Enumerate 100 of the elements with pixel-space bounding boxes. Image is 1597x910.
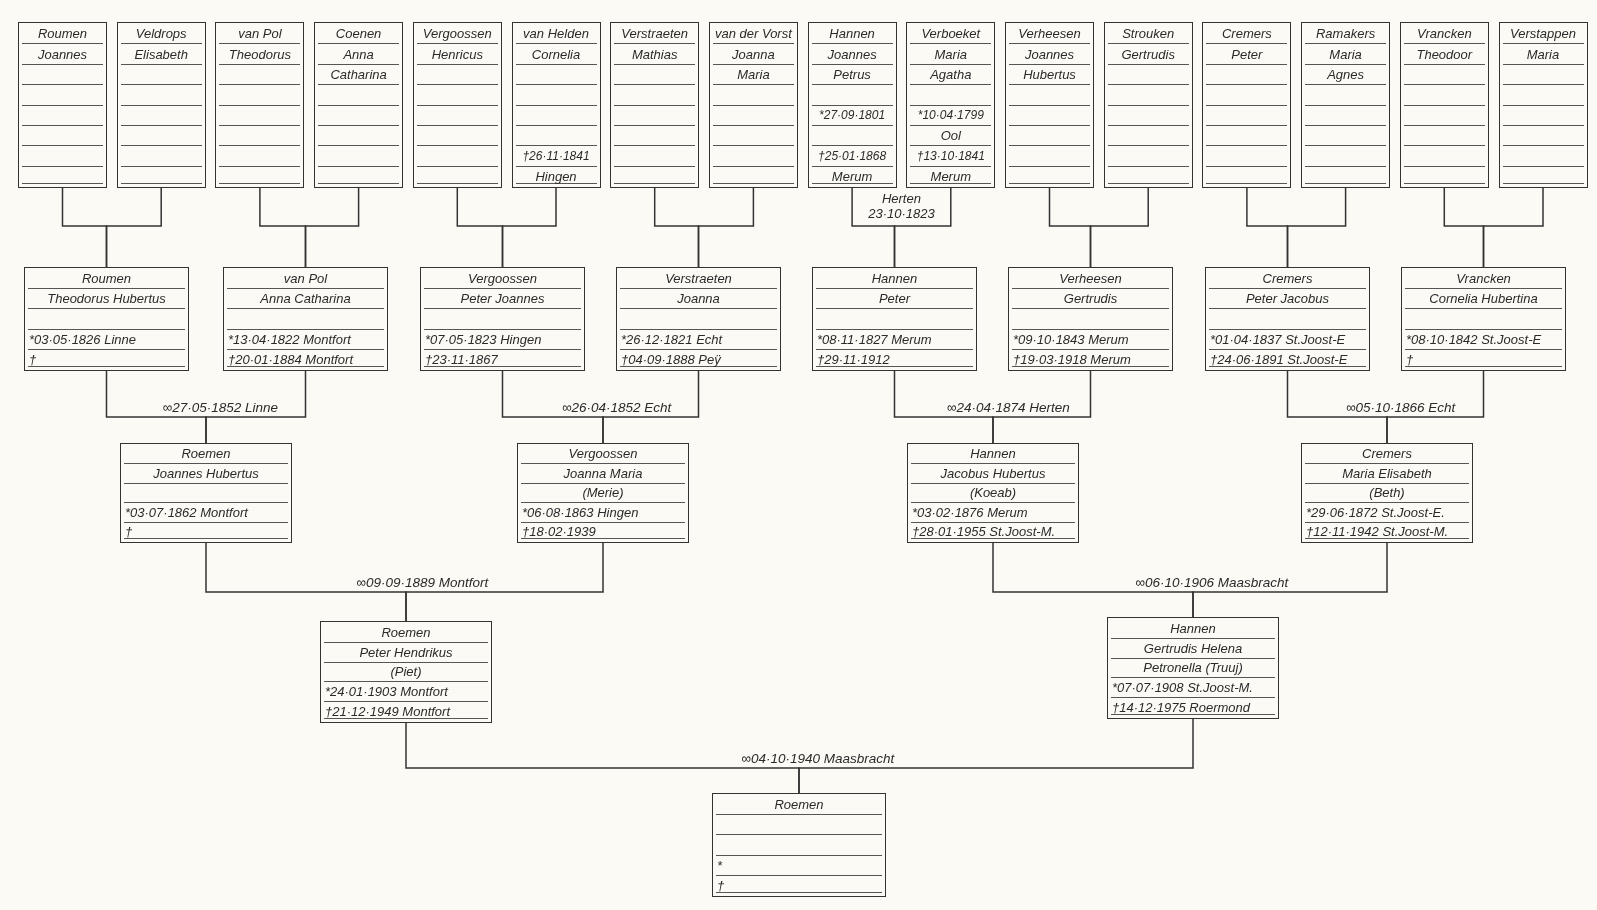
person-box <box>1005 22 1094 188</box>
entry-text: Hubertus <box>1022 67 1077 83</box>
entry-text: † <box>717 878 725 893</box>
entry-text: † <box>1406 352 1414 367</box>
entry-text: Anna <box>342 46 375 62</box>
surname-text: Hannen <box>828 26 876 42</box>
entry-text: (Piet) <box>389 664 423 680</box>
entry-text: Cornelia <box>530 46 582 62</box>
entry-text: †20·01·1884 Montfort <box>228 352 354 367</box>
entry-text: †18·02·1939 <box>522 524 596 539</box>
person-box <box>420 267 585 371</box>
person-box <box>314 22 404 188</box>
family-line <box>1286 187 1347 268</box>
entry-text: *03·02·1876 Merum <box>912 504 1028 520</box>
entry-text: Maria <box>1328 46 1363 62</box>
entry-text: Theodoor <box>1415 46 1474 62</box>
surname-text: Roumen <box>80 271 133 287</box>
person-box <box>1008 267 1173 371</box>
surname-text: Vergoossen <box>467 271 538 287</box>
person-box <box>712 793 886 897</box>
entry-text: Elisabeth <box>133 46 189 62</box>
entry-text: †12·11·1942 St.Joost-M. <box>1306 524 1449 539</box>
entry-text: *13·04·1822 Montfort <box>228 331 351 347</box>
person-box <box>511 22 601 188</box>
entry-text: *07·05·1823 Hingen <box>425 331 542 347</box>
entry-text: Merum <box>929 169 972 184</box>
entry-text: Theodorus <box>227 46 292 62</box>
surname-text: Vergoossen <box>567 446 639 462</box>
surname-text: Ramakers <box>1314 26 1377 42</box>
entry-text: †25·01·1868 <box>817 148 888 164</box>
surname-text: Cremers <box>1261 271 1314 287</box>
edge-label: ∞06·10·1906 Maasbracht <box>1133 575 1291 590</box>
edge-label: ∞26·04·1852 Echt <box>559 400 674 415</box>
family-line <box>1192 542 1388 618</box>
person-box <box>1107 617 1279 719</box>
entry-text: Peter <box>1230 46 1264 62</box>
person-box <box>1498 22 1588 188</box>
person-box <box>1301 22 1391 188</box>
family-line <box>1089 187 1149 268</box>
entry-text: Theodorus Hubertus <box>46 291 167 307</box>
entry-text: Joannes <box>36 46 89 62</box>
entry-text: Cornelia Hubertina <box>1428 291 1539 307</box>
family-line <box>501 187 557 268</box>
family-line <box>992 370 1092 444</box>
family-line <box>602 370 700 444</box>
person-box <box>120 443 292 543</box>
person-box <box>517 443 689 543</box>
entry-text: *08·10·1842 St.Joost-E <box>1406 331 1542 347</box>
entry-text: Hingen <box>534 169 578 184</box>
entry-text: *09·10·1843 Merum <box>1013 331 1129 347</box>
surname-text: Verstraeten <box>664 271 733 287</box>
family-line <box>105 187 162 268</box>
surname-text: Verstraeten <box>620 26 690 42</box>
entry-text: (Koeab) <box>968 485 1018 501</box>
entry-text: Henricus <box>430 46 484 62</box>
family-line <box>697 187 755 268</box>
person-box <box>320 621 492 723</box>
person-box <box>708 22 798 188</box>
entry-text: Gertrudis Helena <box>1142 640 1244 656</box>
edge-label: ∞27·05·1852 Linne <box>160 400 281 415</box>
surname-text: Coenen <box>334 26 383 42</box>
person-box <box>1205 267 1370 371</box>
person-box <box>412 22 502 188</box>
surname-text: Veldrops <box>134 26 188 42</box>
entry-text: *07·07·1908 St.Joost-M. <box>1112 680 1253 696</box>
person-box <box>807 22 897 188</box>
edge-label: ∞24·04·1874 Herten <box>944 400 1072 415</box>
person-box <box>906 22 996 188</box>
entry-text: Gertrudis <box>1120 46 1176 62</box>
entry-text: Agnes <box>1326 67 1366 83</box>
family-line <box>405 542 604 622</box>
entry-text: Merum <box>830 169 874 184</box>
entry-text: Joanna <box>676 291 721 307</box>
entry-text: * <box>717 857 723 873</box>
entry-text: *27·09·1801 <box>818 107 887 123</box>
family-line <box>205 370 307 444</box>
entry-text: Petrus <box>832 67 872 83</box>
entry-text: Catharina <box>329 67 388 83</box>
entry-text: *03·07·1862 Montfort <box>125 504 248 520</box>
surname-text: Verboeket <box>920 26 982 42</box>
entry-text: Maria Elisabeth <box>1341 465 1433 481</box>
person-box <box>610 22 700 188</box>
person-box <box>1401 267 1566 371</box>
edge-label: ∞04·10·1940 Maasbracht <box>739 751 897 766</box>
entry-text: (Merie) <box>581 485 625 501</box>
person-box <box>215 22 305 188</box>
edge-label: Herten 23·10·1823 <box>867 191 936 221</box>
person-box <box>907 443 1079 543</box>
entry-text: (Beth) <box>1368 485 1406 501</box>
entry-text: Ool <box>939 128 962 144</box>
person-box <box>1399 22 1489 188</box>
entry-text: †28·01·1955 St.Joost-M. <box>912 524 1056 539</box>
person-box <box>18 22 107 188</box>
surname-text: Verheesen <box>1058 271 1123 287</box>
surname-text: Vrancken <box>1455 271 1512 287</box>
family-line <box>893 187 952 268</box>
surname-text: Strouken <box>1121 26 1176 42</box>
surname-text: Hannen <box>969 446 1017 462</box>
surname-text: van Helden <box>522 26 590 42</box>
entry-text: Peter Joannes <box>459 291 546 307</box>
